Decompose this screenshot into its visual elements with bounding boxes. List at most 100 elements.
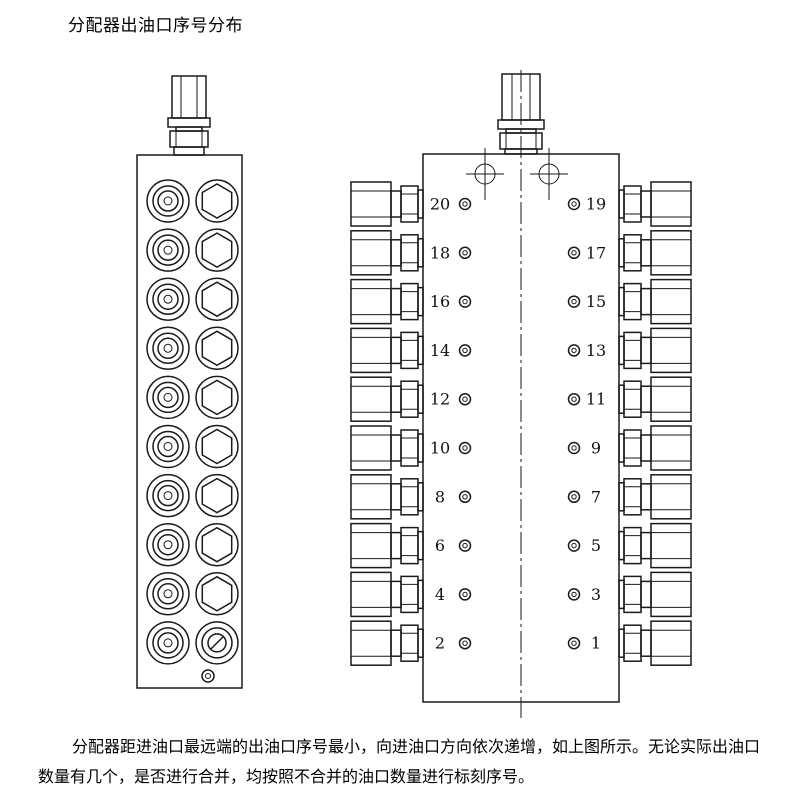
distributor-body-front	[136, 154, 243, 689]
outlet-fitting	[146, 522, 190, 567]
hex-plug	[195, 572, 239, 616]
outlet-port-marker	[458, 344, 472, 357]
outlet-fitting	[146, 375, 190, 420]
outlet-number-right: 19	[586, 195, 606, 214]
hex-plug	[195, 522, 239, 567]
hex-plug	[195, 277, 239, 321]
outlet-number-left: 14	[430, 341, 450, 360]
outlet-fitting	[146, 228, 190, 272]
caption-paragraph: 分配器距进油口最远端的出油口序号最小，向进油口方向依次递增，如上图所示。无论实际…	[38, 737, 761, 786]
hex-plug	[195, 375, 239, 420]
left-outlet-fitting	[350, 327, 424, 374]
left-outlet-fitting	[350, 522, 424, 569]
outlet-port-marker	[567, 392, 581, 406]
hex-plug	[195, 228, 239, 272]
outlet-port-marker	[567, 441, 581, 455]
hex-plug	[195, 326, 239, 371]
outlet-number-left: 2	[435, 634, 445, 653]
outlet-port-marker	[458, 636, 472, 650]
right-outlet-fitting	[618, 376, 692, 422]
front-ports	[146, 179, 239, 665]
outlet-number-right: 9	[591, 439, 601, 458]
outlet-port-marker	[567, 295, 581, 308]
outlet-number-left: 6	[435, 536, 445, 555]
front-port-row	[146, 326, 239, 371]
front-port-row	[146, 375, 239, 420]
side-view: 20 19 18 17 16 15 14 13 12 11 10 9 8 7 6 5 4 3 2 1	[350, 70, 692, 718]
outlet-fitting	[146, 424, 190, 469]
outlet-port-marker	[458, 490, 472, 504]
outlet-number-right: 13	[586, 341, 606, 360]
right-outlet-fitting	[618, 181, 692, 227]
front-port-row	[146, 277, 239, 321]
right-outlet-fitting	[618, 230, 692, 276]
page-title: 分配器出油口序号分布	[68, 16, 243, 36]
outlet-port-marker	[458, 295, 472, 308]
outlet-number-right: 11	[586, 390, 606, 409]
right-outlet-fitting	[618, 571, 692, 618]
front-port-row	[146, 572, 239, 616]
side-fittings	[350, 181, 692, 666]
outlet-port-marker	[567, 490, 581, 504]
outlet-number-right: 5	[591, 536, 601, 555]
outlet-number-right: 17	[586, 243, 606, 262]
left-outlet-fitting	[350, 230, 424, 276]
right-outlet-fitting	[618, 278, 692, 325]
right-outlet-fitting	[618, 327, 692, 374]
left-outlet-fitting	[350, 181, 424, 227]
outlet-number-left: 16	[430, 292, 450, 311]
outlet-number-left: 20	[430, 195, 450, 214]
outlet-port-marker	[458, 246, 472, 260]
front-view	[136, 75, 243, 689]
left-outlet-fitting	[350, 376, 424, 422]
hex-plug	[195, 621, 239, 665]
front-port-row	[146, 228, 239, 272]
outlet-port-marker	[458, 392, 472, 406]
outlet-port-marker	[458, 588, 472, 601]
hex-plug	[195, 179, 239, 223]
outlet-number-right: 3	[591, 585, 601, 604]
outlet-number-right: 15	[586, 292, 606, 311]
hex-plug	[195, 473, 239, 518]
hex-plug	[195, 424, 239, 469]
outlet-fitting	[146, 179, 190, 223]
left-outlet-fitting	[350, 278, 424, 325]
outlet-port-marker	[567, 588, 581, 601]
left-outlet-fitting	[350, 571, 424, 618]
outlet-port-marker	[567, 636, 581, 650]
left-outlet-fitting	[350, 425, 424, 471]
outlet-number-left: 12	[430, 390, 450, 409]
front-port-row	[146, 424, 239, 469]
outlet-port-marker	[458, 197, 472, 211]
outlet-fitting	[146, 277, 190, 321]
right-outlet-fitting	[618, 474, 692, 520]
right-outlet-fitting	[618, 522, 692, 569]
outlet-fitting	[146, 326, 190, 371]
outlet-port-marker	[567, 197, 581, 211]
right-outlet-fitting	[618, 425, 692, 471]
outlet-port-marker	[567, 246, 581, 260]
bottom-plug	[201, 669, 215, 683]
outlet-number-left: 18	[430, 243, 450, 262]
front-port-row	[146, 179, 239, 223]
front-port-row	[146, 621, 239, 665]
mounting-hole-marks	[466, 148, 568, 200]
outlet-number-right: 7	[591, 487, 601, 506]
outlet-number-left: 8	[435, 487, 445, 506]
outlet-number-left: 10	[430, 439, 450, 458]
outlet-number-left: 4	[435, 585, 445, 604]
outlet-port-marker	[458, 441, 472, 455]
left-outlet-fitting	[350, 474, 424, 520]
right-outlet-fitting	[618, 620, 692, 666]
inlet-fitting-front	[167, 75, 211, 156]
side-ports	[458, 197, 581, 650]
outlet-number-right: 1	[591, 634, 601, 653]
front-port-row	[146, 473, 239, 518]
outlet-port-marker	[458, 539, 472, 552]
outlet-fitting	[146, 621, 190, 665]
outlet-number-labels: 20 19 18 17 16 15 14 13 12 11 10 9 8 7 6 5 4 3 2 1	[430, 195, 606, 653]
outlet-fitting	[146, 473, 190, 518]
outlet-port-marker	[567, 344, 581, 357]
front-port-row	[146, 522, 239, 567]
outlet-fitting	[146, 572, 190, 616]
